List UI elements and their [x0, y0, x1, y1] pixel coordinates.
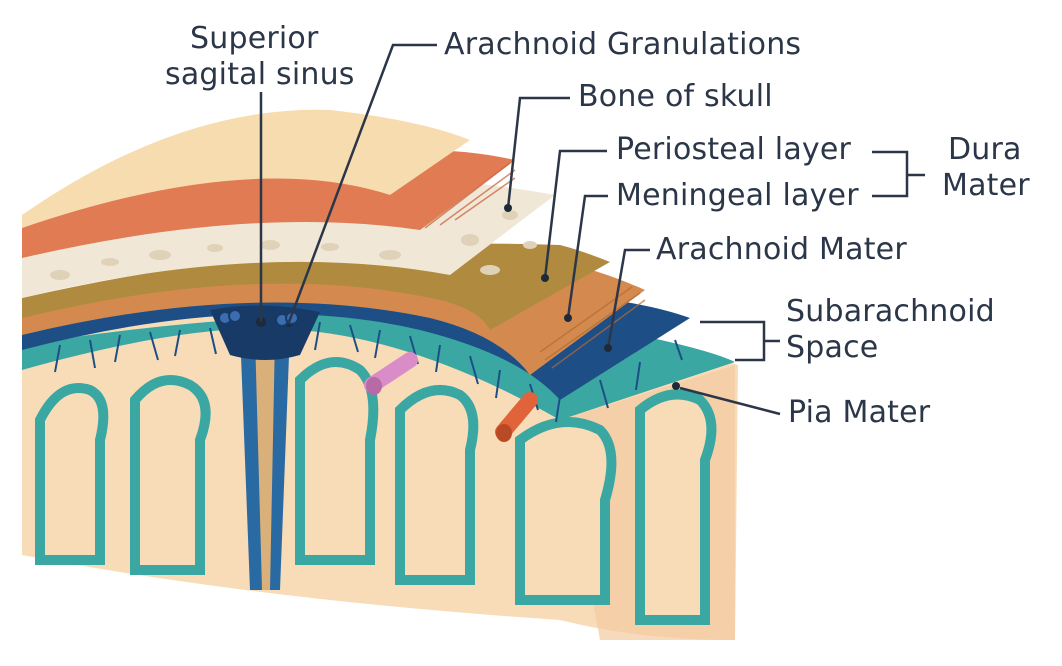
periosteal-layer: [22, 243, 610, 330]
bone-marker-dot: [504, 204, 512, 212]
label-meningeal-layer: Meningeal layer: [616, 178, 859, 213]
label-subarachnoid-line2: Space: [786, 330, 879, 365]
meningeal-marker-dot: [564, 314, 572, 322]
label-dura-line2: Mater: [942, 168, 1030, 203]
label-arachnoid-granulations: Arachnoid Granulations: [444, 27, 802, 62]
leader-lines: [259, 43, 925, 416]
arachnoid-marker-dot: [604, 344, 612, 352]
label-pia-mater: Pia Mater: [788, 395, 931, 430]
bone-pores: [50, 210, 537, 280]
arachnoid-granulation-icon: [218, 309, 299, 327]
label-dura-line1: Dura: [948, 132, 1022, 167]
blood-vessel-red: [495, 392, 538, 442]
periosteal-marker-dot: [541, 274, 549, 282]
arachnoid-trabeculae: [54, 321, 683, 423]
blood-vessel-pink: [364, 352, 418, 395]
label-bone-of-skull: Bone of skull: [578, 79, 773, 114]
brain-folds: [35, 357, 717, 625]
label-superior-sinus-line2: sagital sinus: [165, 57, 355, 92]
label-periosteal-layer: Periosteal layer: [616, 132, 852, 167]
pia-marker-dot: [672, 382, 680, 390]
label-superior-sinus-line1: Superior: [190, 21, 319, 56]
label-subarachnoid-line1: Subarachnoid: [786, 294, 995, 329]
label-arachnoid-mater: Arachnoid Mater: [656, 232, 907, 267]
